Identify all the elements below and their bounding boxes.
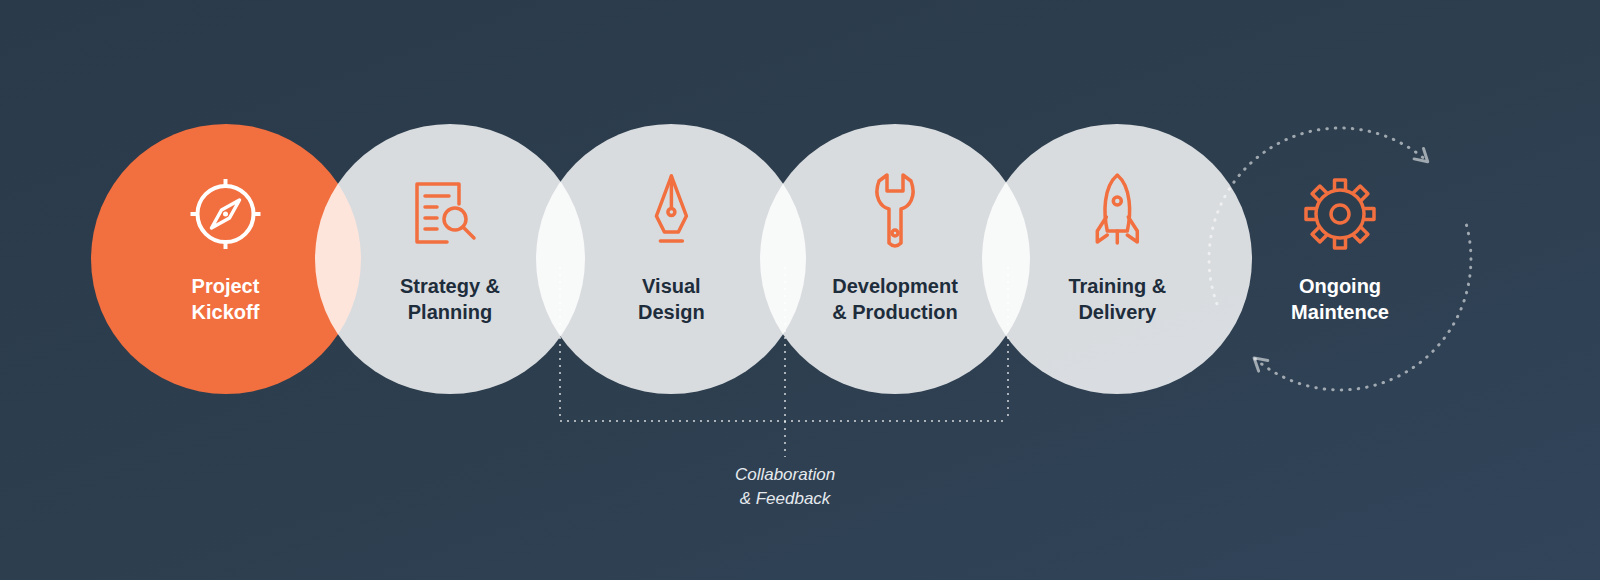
phase-circle: Training & Delivery <box>982 124 1252 394</box>
circle-shape <box>91 124 361 394</box>
phase-label: Strategy & Planning <box>385 273 515 325</box>
circle-shape <box>982 124 1252 394</box>
loop-arrowhead <box>1254 358 1268 371</box>
bracket-line <box>784 267 786 457</box>
phase-circle: Development & Production <box>760 124 1030 394</box>
phase-circle: Visual Design <box>536 124 806 394</box>
gear-icon <box>1306 180 1374 248</box>
phase-label: Development & Production <box>826 273 964 325</box>
loop-arc <box>1254 225 1471 390</box>
phase-circle: Project Kickoff <box>91 124 361 394</box>
label-holder: Collaboration & Feedback <box>730 463 840 511</box>
loop-arrowhead <box>1414 149 1428 162</box>
phase-label: Project Kickoff <box>166 273 286 325</box>
feedback-label: Collaboration & Feedback <box>730 463 840 511</box>
circle-shape <box>315 124 585 394</box>
circle-shape <box>536 124 806 394</box>
phase-label: Training & Delivery <box>1052 273 1182 325</box>
circle-fill <box>982 124 1252 394</box>
phase-circle: Strategy & Planning <box>315 124 585 394</box>
phase-circle: Ongoing Maintence <box>1205 124 1475 394</box>
phase-label: Ongoing Maintence <box>1278 273 1403 325</box>
phase-label: Visual Design <box>616 273 726 325</box>
circle-shape <box>760 124 1030 394</box>
